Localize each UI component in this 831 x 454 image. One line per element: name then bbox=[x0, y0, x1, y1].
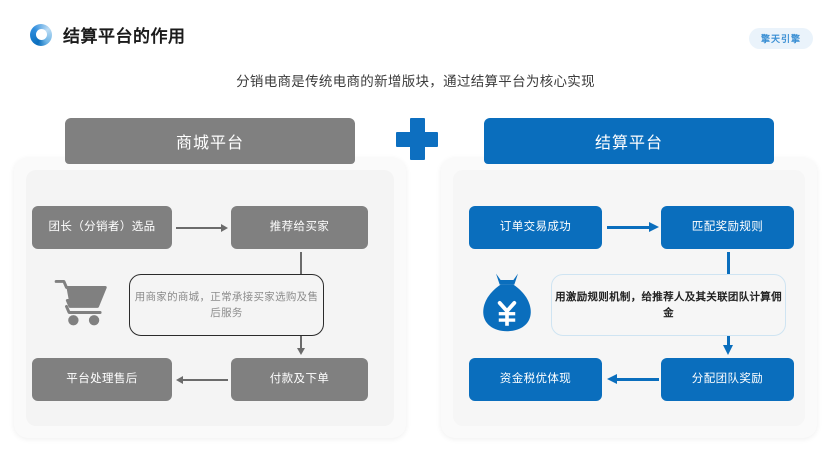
node-settlement-2[interactable]: 匹配奖励规则 bbox=[661, 206, 794, 249]
subtitle: 分销电商是传统电商的新增版块，通过结算平台为核心实现 bbox=[236, 74, 595, 89]
plus-icon bbox=[396, 118, 438, 160]
panel-mall-platform: 商城平台 团长（分销者）选品 推荐给买家 平台处理售后 付款及下单 bbox=[14, 118, 406, 438]
panel-outer-settlement-platform: 订单交易成功 匹配奖励规则 资金税优体现 分配团队奖励 bbox=[441, 158, 817, 438]
money-bag-yen-icon bbox=[483, 273, 531, 332]
header: 结算平台的作用 bbox=[30, 22, 186, 47]
node-mall-4[interactable]: 付款及下单 bbox=[231, 358, 368, 401]
node-settlement-1[interactable]: 订单交易成功 bbox=[469, 206, 602, 249]
node-mall-2[interactable]: 推荐给买家 bbox=[231, 206, 368, 249]
node-settlement-4[interactable]: 分配团队奖励 bbox=[661, 358, 794, 401]
shopping-cart-icon bbox=[54, 279, 107, 326]
node-mall-3[interactable]: 平台处理售后 bbox=[32, 358, 172, 401]
arrow-mall-right-icon bbox=[176, 223, 228, 232]
panel-header-mall-platform: 商城平台 bbox=[65, 118, 355, 164]
note-mall-platform: 用商家的商城，正常承接买家选购及售后服务 bbox=[129, 274, 324, 336]
note-settlement-platform: 用激励规则机制，给推荐人及其关联团队计算佣金 bbox=[551, 274, 786, 336]
node-mall-1[interactable]: 团长（分销者）选品 bbox=[32, 206, 172, 249]
node-settlement-3[interactable]: 资金税优体现 bbox=[469, 358, 602, 401]
panel-inner-mall-platform: 团长（分销者）选品 推荐给买家 平台处理售后 付款及下单 bbox=[26, 170, 394, 426]
panel-inner-settlement-platform: 订单交易成功 匹配奖励规则 资金税优体现 分配团队奖励 bbox=[453, 170, 805, 426]
page-title: 结算平台的作用 bbox=[63, 27, 186, 46]
arrow-settlement-left-icon bbox=[607, 374, 659, 384]
panel-settlement-platform: 结算平台 订单交易成功 匹配奖励规则 资金税优体现 分配团队奖励 bbox=[441, 118, 817, 438]
panel-header-settlement-platform: 结算平台 bbox=[484, 118, 774, 164]
brand-badge: 擎天引擎 bbox=[748, 28, 813, 49]
panel-outer-mall-platform: 团长（分销者）选品 推荐给买家 平台处理售后 付款及下单 bbox=[14, 158, 406, 438]
arrow-settlement-right-icon bbox=[607, 222, 659, 232]
arrow-mall-left-icon bbox=[176, 375, 228, 384]
ring-logo-icon bbox=[30, 23, 52, 46]
